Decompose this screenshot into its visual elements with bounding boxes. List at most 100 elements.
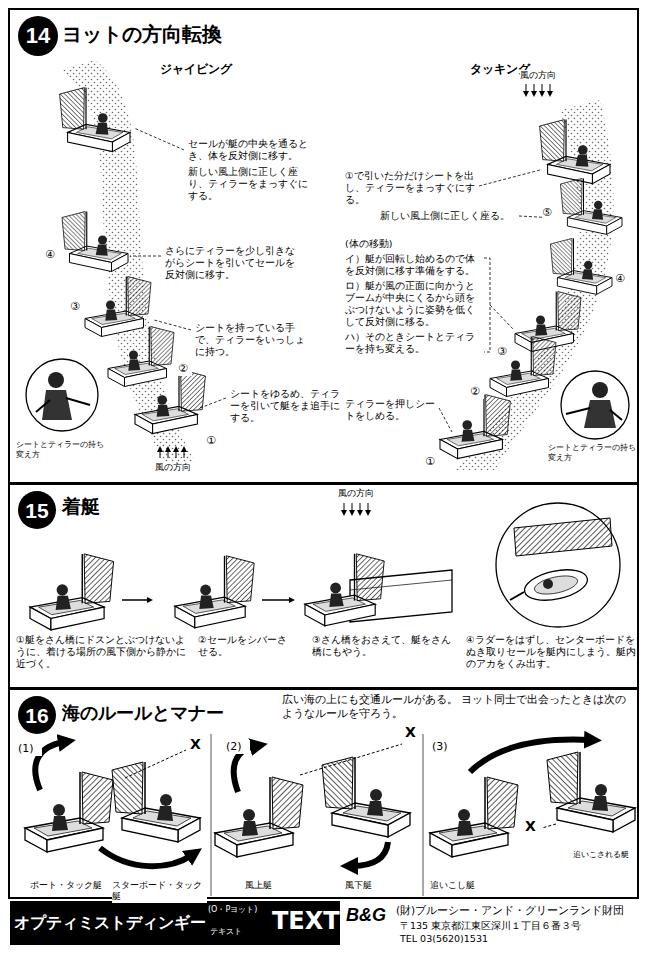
boat bbox=[560, 178, 622, 234]
drawing-part bbox=[479, 170, 540, 186]
caption: シートとティラーの持ち変え方 bbox=[548, 443, 636, 463]
drawing-part bbox=[130, 256, 161, 257]
section-number: 14 bbox=[18, 16, 58, 56]
step-number: ④ bbox=[615, 272, 629, 286]
course-arrow bbox=[470, 740, 590, 772]
rule-number: (2) bbox=[226, 740, 250, 754]
drawing-part bbox=[534, 84, 535, 94]
drawing-part bbox=[610, 410, 622, 420]
boat-label: ポート・タック艇 bbox=[30, 880, 110, 891]
note: セールが艇の中央を通るとき、体を反対側に移す。 bbox=[188, 138, 313, 162]
boat bbox=[135, 370, 205, 434]
zoom-circle bbox=[561, 371, 629, 439]
section-number-text: 14 bbox=[26, 25, 50, 47]
drawing-part bbox=[200, 398, 226, 408]
note: ハ）そのときシートとティラーを持ち変える。 bbox=[345, 331, 480, 355]
step-number: ④ bbox=[45, 248, 59, 262]
boat bbox=[30, 554, 114, 630]
course-arrow bbox=[100, 848, 192, 866]
wind-arrows bbox=[526, 84, 550, 94]
drawing-part bbox=[352, 503, 353, 513]
heading: ヨットの方向転換 bbox=[62, 22, 362, 47]
drawing-part bbox=[490, 305, 514, 330]
detail-circle bbox=[496, 503, 620, 627]
note: 新しい風上側に正しく座る。 bbox=[380, 210, 515, 222]
rule-number: (3) bbox=[432, 740, 456, 754]
boat bbox=[215, 777, 303, 857]
drawing-part bbox=[542, 84, 543, 94]
course-line bbox=[542, 824, 556, 828]
boat bbox=[490, 337, 556, 397]
drawing-part bbox=[160, 449, 161, 458]
step-caption: ④ラダーをはずし、センターボードをぬき取りセールを艇内にしまう。艇内のアカをくみ… bbox=[466, 634, 636, 670]
boat bbox=[108, 327, 174, 387]
drawing-part bbox=[423, 734, 424, 896]
rule-number: (1) bbox=[18, 742, 42, 756]
drawing-part bbox=[168, 449, 169, 458]
drawing-part bbox=[526, 84, 527, 94]
step-caption: ②セールをシバーさせる。 bbox=[198, 634, 293, 658]
note: ロ）艇が風の正面に向かうとブームが中央にくるから頭をぶつけないように姿勢を低くし… bbox=[345, 280, 480, 328]
note: シートをゆるめ、ティラーを引いて艇をま追手にする。 bbox=[230, 388, 340, 424]
wind-label: 風の方向 bbox=[338, 488, 398, 499]
boat bbox=[175, 556, 254, 628]
wind-arrows bbox=[344, 503, 368, 513]
boat bbox=[112, 762, 200, 842]
subheading: 広い海の上にも交通ルールがある。 ヨット同士で出会ったときは次のようなルールを守… bbox=[282, 693, 632, 721]
boat bbox=[547, 752, 635, 832]
subheading: (O・Pヨット) bbox=[208, 905, 270, 915]
zoom-circle bbox=[26, 359, 98, 431]
drawing-part bbox=[42, 390, 72, 420]
step-number: ② bbox=[178, 362, 192, 376]
subheading: テキスト bbox=[210, 927, 260, 937]
drawing-part bbox=[48, 372, 64, 388]
drawing-part bbox=[176, 449, 177, 458]
wind-label: 風の方向 bbox=[520, 70, 580, 81]
logo: B&G bbox=[346, 904, 394, 927]
heading: 着艇 bbox=[62, 495, 262, 519]
prohibited-mark: X bbox=[525, 818, 539, 836]
step-arrow bbox=[122, 599, 150, 601]
section-number-text: 15 bbox=[25, 500, 48, 521]
course-arrow bbox=[352, 842, 388, 866]
wind-label: 風の方向 bbox=[155, 462, 215, 473]
boat-label: 風下艇 bbox=[345, 880, 390, 891]
drawing-part bbox=[154, 320, 191, 330]
note: シートを持っている手で、ティラーをいっしょに持つ。 bbox=[195, 322, 310, 358]
boat bbox=[550, 238, 612, 294]
note: さらにティラーを少し引きながらシートを引いてセールを反対側に移す。 bbox=[165, 245, 295, 281]
drawing-part bbox=[344, 503, 345, 513]
step-caption: ③さん橋をおさえて、艇をさん橋にもやう。 bbox=[312, 634, 452, 658]
heading: オプティミストディンギー bbox=[14, 913, 210, 933]
drawing-part bbox=[66, 398, 90, 405]
course-line bbox=[300, 744, 402, 775]
boat bbox=[85, 277, 151, 337]
drawing-part bbox=[36, 400, 50, 412]
address: TEL 03(5620)1531 bbox=[400, 933, 550, 945]
boat-label: スターボード・タック艇 bbox=[112, 880, 207, 903]
boat-label: 風上艇 bbox=[245, 880, 290, 891]
drawing-part bbox=[522, 565, 590, 606]
drawing-part bbox=[368, 503, 369, 513]
drawing-part bbox=[533, 573, 579, 598]
boat-label: 追いこし艇 bbox=[430, 880, 490, 891]
drawing-part bbox=[484, 258, 490, 352]
boat bbox=[60, 88, 130, 152]
drawing-part bbox=[510, 592, 524, 600]
pier-top-view bbox=[510, 518, 612, 605]
section-number: 16 bbox=[18, 696, 56, 734]
drawing-part bbox=[566, 408, 590, 414]
boat bbox=[540, 120, 610, 184]
hand-detail bbox=[566, 382, 622, 428]
course-line bbox=[125, 750, 186, 778]
boat bbox=[440, 395, 510, 459]
address: 〒135 東京都江東区深川１丁目６番３号 bbox=[400, 920, 635, 932]
drawing-part bbox=[543, 579, 553, 589]
step-number: ① bbox=[206, 434, 220, 448]
boat bbox=[62, 212, 128, 272]
hand-detail bbox=[36, 372, 90, 420]
boat bbox=[430, 777, 518, 857]
note: ①で引いた分だけシートを出し、ティラーをまっすぐにする。 bbox=[345, 170, 475, 206]
step-number: ③ bbox=[497, 345, 511, 359]
